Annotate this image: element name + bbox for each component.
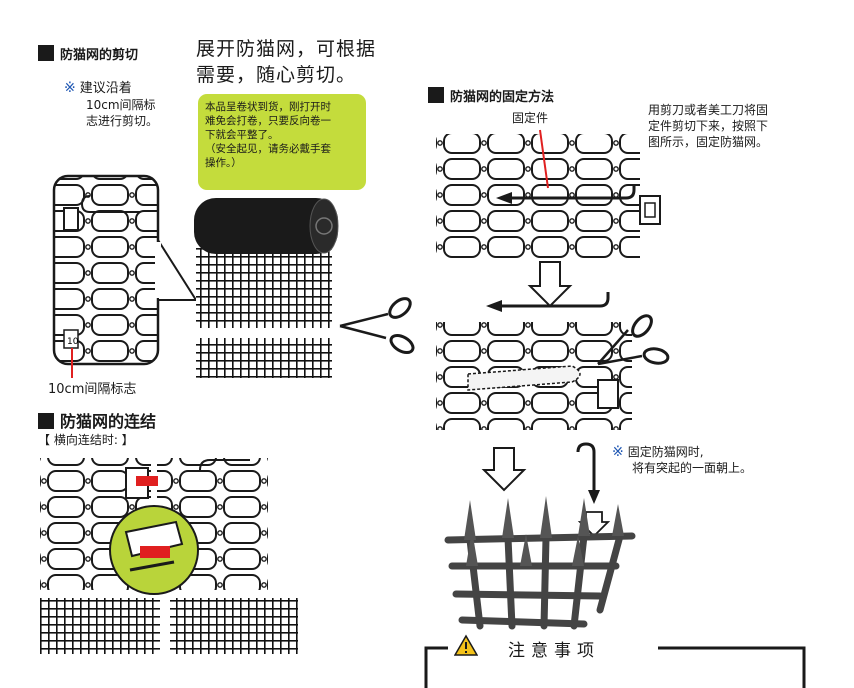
fix-description: 用剪刀或者美工刀将固 定件剪切下来，按照下 图所示，固定防猫网。 bbox=[648, 103, 769, 149]
fastener-label: 固定件 bbox=[512, 111, 549, 125]
illustrations: 10 bbox=[40, 129, 670, 654]
rolled-net bbox=[194, 198, 339, 378]
spiked-mesh bbox=[444, 532, 636, 630]
scissors-icon bbox=[597, 314, 670, 366]
fix-heading: 防猫网的固定方法 bbox=[428, 86, 554, 105]
down-arrow-icon bbox=[481, 447, 527, 492]
caution-title: 注意事项 bbox=[508, 641, 600, 661]
connection-diagram bbox=[40, 458, 298, 654]
cut-note: ※建议沿着 10cm间隔标 志进行剪切。 bbox=[64, 80, 159, 128]
interval-label: 10cm间隔标志 bbox=[48, 382, 137, 397]
square-bullet-icon bbox=[428, 87, 444, 103]
spikes bbox=[464, 496, 624, 566]
roll-callout: 本品呈卷状到货，刚打开时 难免会打卷，只要反向卷一 下就会平整了。 （安全起见，… bbox=[198, 94, 366, 190]
fastener-mesh bbox=[436, 129, 661, 262]
unroll-instruction: 展开防猫网，可根据 需要，随心剪切。 bbox=[196, 38, 377, 86]
interval-marker-number: 10 bbox=[67, 337, 79, 347]
square-bullet-icon bbox=[38, 413, 54, 429]
warning-triangle-icon bbox=[454, 634, 478, 656]
connect-heading: 防猫网的连结 bbox=[38, 408, 156, 432]
cut-heading: 防猫网的剪切 bbox=[38, 44, 138, 63]
mesh-closeup-panel: 10 bbox=[52, 174, 198, 378]
note-asterisk-icon: ※ bbox=[612, 444, 624, 460]
hook-arrow-icon bbox=[576, 442, 596, 492]
horizontal-connect-label: 【 横向连结时: 】 bbox=[38, 433, 134, 447]
down-arrow-icon bbox=[527, 261, 573, 308]
fastener-insert-step bbox=[436, 292, 670, 430]
note-asterisk-icon: ※ bbox=[64, 80, 76, 96]
scissors-icon bbox=[339, 297, 415, 355]
fix-note: ※固定防猫网时, 将有突起的一面朝上。 bbox=[612, 444, 753, 475]
square-bullet-icon bbox=[38, 45, 54, 61]
